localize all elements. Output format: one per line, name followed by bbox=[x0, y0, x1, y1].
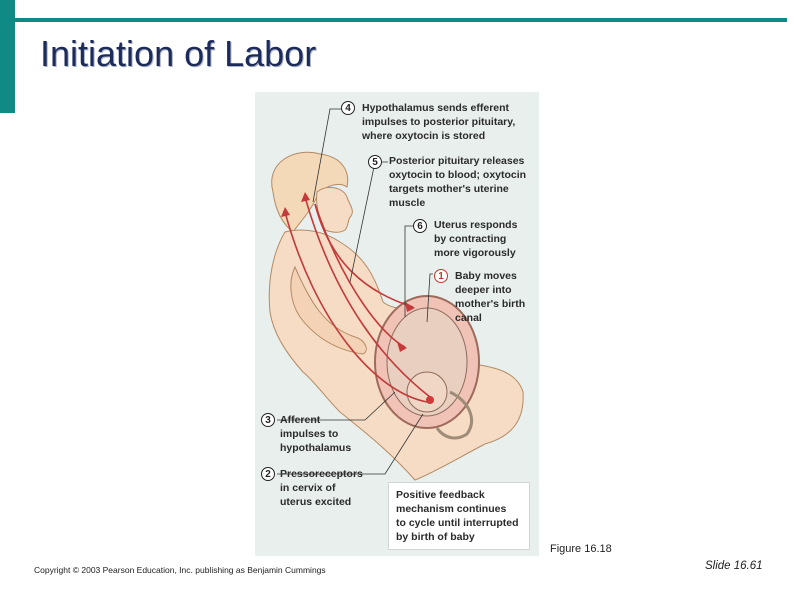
step-2-text: Pressoreceptors in cervix of uterus exci… bbox=[280, 468, 363, 508]
feedback-note-text: Positive feedback mechanism continues to… bbox=[396, 489, 519, 543]
copyright-notice: Copyright © 2003 Pearson Education, Inc.… bbox=[34, 565, 326, 575]
step-5-text: Posterior pituitary releases oxytocin to… bbox=[389, 155, 527, 209]
step-6-text: Uterus responds by contracting more vigo… bbox=[434, 219, 518, 259]
step-6: Uterus responds by contracting more vigo… bbox=[434, 218, 517, 260]
mother-illustration bbox=[268, 108, 524, 481]
step-1-text: Baby moves deeper into mother's birth ca… bbox=[455, 270, 526, 324]
step-3: Afferent impulses to hypothalamus bbox=[280, 413, 351, 455]
feedback-note-box: Positive feedback mechanism continues to… bbox=[388, 482, 530, 550]
step-6-badge: 6 bbox=[413, 219, 427, 233]
figure-caption: Figure 16.18 bbox=[550, 543, 612, 555]
step-4-badge: 4 bbox=[341, 101, 355, 115]
left-accent-bar bbox=[0, 0, 15, 113]
step-4: Hypothalamus sends efferent impulses to … bbox=[362, 101, 515, 143]
baby-head bbox=[406, 371, 448, 413]
step-1-badge: 1 bbox=[434, 269, 448, 283]
step-2: Pressoreceptors in cervix of uterus exci… bbox=[280, 467, 363, 509]
step-4-text: Hypothalamus sends efferent impulses to … bbox=[362, 102, 516, 142]
step-2-badge: 2 bbox=[261, 467, 275, 481]
step-5: Posterior pituitary releases oxytocin to… bbox=[389, 154, 526, 210]
slide-title: Initiation of Labor bbox=[40, 33, 317, 74]
step-5-badge: 5 bbox=[368, 155, 382, 169]
step-3-badge: 3 bbox=[261, 413, 275, 427]
step-3-text: Afferent impulses to hypothalamus bbox=[280, 414, 352, 454]
step-1: Baby moves deeper into mother's birth ca… bbox=[455, 269, 525, 325]
feedback-arrows bbox=[284, 196, 431, 403]
top-accent-bar bbox=[0, 18, 787, 22]
slide-number: Slide 16.61 bbox=[705, 560, 763, 572]
pelvis bbox=[435, 390, 473, 440]
cervix-point bbox=[426, 396, 434, 404]
labor-diagram-figure: 4 Hypothalamus sends efferent impulses t… bbox=[255, 92, 539, 556]
mother-arm bbox=[290, 265, 367, 355]
